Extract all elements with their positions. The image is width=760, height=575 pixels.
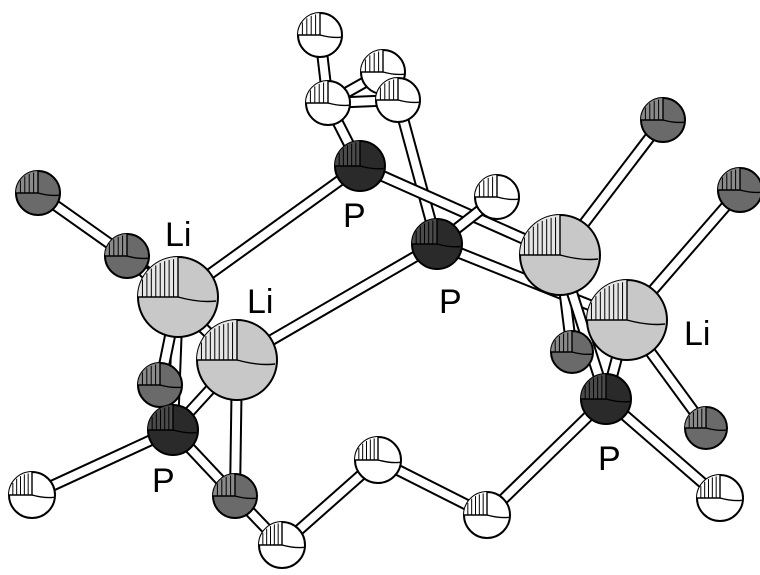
- atom-p-3-equator: [172, 429, 197, 434]
- atom-c-top-2-equator: [382, 71, 404, 76]
- atom-li-2: [196, 319, 278, 401]
- atom-c-dark-ne-equator: [662, 119, 684, 124]
- atom-c-light-se-equator: [719, 497, 742, 502]
- atom-c-dark-w: [104, 233, 150, 279]
- atom-c-dark-w-octant: [105, 234, 127, 256]
- atom-c-top-3: [305, 80, 351, 126]
- atom-c-top-1-equator: [319, 34, 341, 39]
- atom-li-4: [586, 279, 668, 361]
- atom-c-dark-sw: [137, 362, 183, 408]
- atom-c-light-mid-equator: [496, 196, 518, 201]
- atom-p-2-equator: [436, 243, 461, 248]
- atom-c-dark-nw: [15, 170, 61, 216]
- atom-c-light-s3: [463, 491, 511, 539]
- atom-c-dark-s-octant: [213, 474, 235, 496]
- atom-li-4-equator: [626, 319, 666, 326]
- atom-c-dark-ne: [640, 97, 686, 143]
- atom-c-top-4-octant: [376, 78, 398, 100]
- atom-p-2: [411, 218, 463, 270]
- atom-li-3-octant: [520, 215, 560, 255]
- atom-li-1-octant: [138, 257, 178, 297]
- atom-c-top-4: [375, 77, 421, 123]
- atom-c-dark-se2-octant: [685, 407, 706, 428]
- atom-c-dark-ne-octant: [641, 98, 663, 120]
- atoms-layer: [8, 12, 760, 569]
- atom-c-dark-sw-equator: [159, 384, 181, 389]
- label-p-4: P: [598, 440, 621, 478]
- atom-c-dark-e: [717, 167, 760, 213]
- atom-c-dark-s-equator: [234, 495, 256, 500]
- atom-c-dark-w-equator: [126, 255, 148, 260]
- label-li-1: Li: [165, 216, 191, 254]
- atom-c-top-3-octant: [306, 81, 328, 103]
- atom-c-dark-se1: [550, 330, 594, 374]
- atom-c-light-s1: [258, 521, 306, 569]
- atom-li-4-octant: [587, 280, 627, 320]
- atom-c-light-mid-octant: [475, 175, 497, 197]
- atom-c-dark-nw-octant: [16, 171, 38, 193]
- atom-c-top-4-equator: [397, 99, 419, 104]
- atom-c-light-s1-equator: [281, 544, 304, 549]
- atom-p-4: [580, 373, 632, 425]
- atom-c-dark-se2: [684, 406, 728, 450]
- atom-c-light-s2-equator: [377, 459, 400, 464]
- atom-c-dark-sw-octant: [138, 363, 160, 385]
- atom-p-1: [334, 140, 386, 192]
- atom-c-top-2-octant: [361, 50, 383, 72]
- atom-c-light-se: [696, 474, 744, 522]
- atom-c-dark-e-equator: [739, 189, 760, 194]
- atom-c-top-1-octant: [298, 13, 320, 35]
- atom-li-2-octant: [197, 320, 237, 360]
- atom-li-2-equator: [236, 359, 276, 366]
- label-p-2: P: [439, 283, 462, 321]
- atom-c-dark-s: [212, 473, 258, 519]
- atom-li-1: [137, 256, 219, 338]
- bond-fill: [484, 396, 609, 518]
- atom-c-dark-e-octant: [718, 168, 740, 190]
- atom-c-top-1: [297, 12, 343, 58]
- atom-c-dark-se1-equator: [571, 351, 593, 356]
- bond: [482, 394, 611, 520]
- atom-p-4-equator: [605, 398, 630, 403]
- atom-c-light-s3-equator: [486, 514, 509, 519]
- label-p-1: P: [343, 197, 366, 235]
- atom-li-3-equator: [559, 254, 599, 261]
- atom-c-dark-se2-equator: [705, 427, 727, 432]
- atom-li-3: [519, 214, 601, 296]
- atom-p-1-equator: [359, 165, 384, 170]
- label-p-3: P: [152, 462, 175, 500]
- atom-c-dark-se1-octant: [551, 331, 572, 352]
- atom-c-light-mid: [474, 174, 520, 220]
- label-li-2: Li: [247, 283, 273, 321]
- label-li-3: Li: [684, 315, 710, 353]
- atom-c-light-sw: [8, 471, 56, 519]
- atom-c-light-sw-equator: [31, 494, 54, 499]
- atom-li-1-equator: [177, 296, 217, 303]
- atom-c-top-3-equator: [327, 102, 349, 107]
- atom-p-3: [147, 404, 199, 456]
- atom-c-light-s2: [354, 436, 402, 484]
- atom-c-dark-nw-equator: [37, 192, 59, 197]
